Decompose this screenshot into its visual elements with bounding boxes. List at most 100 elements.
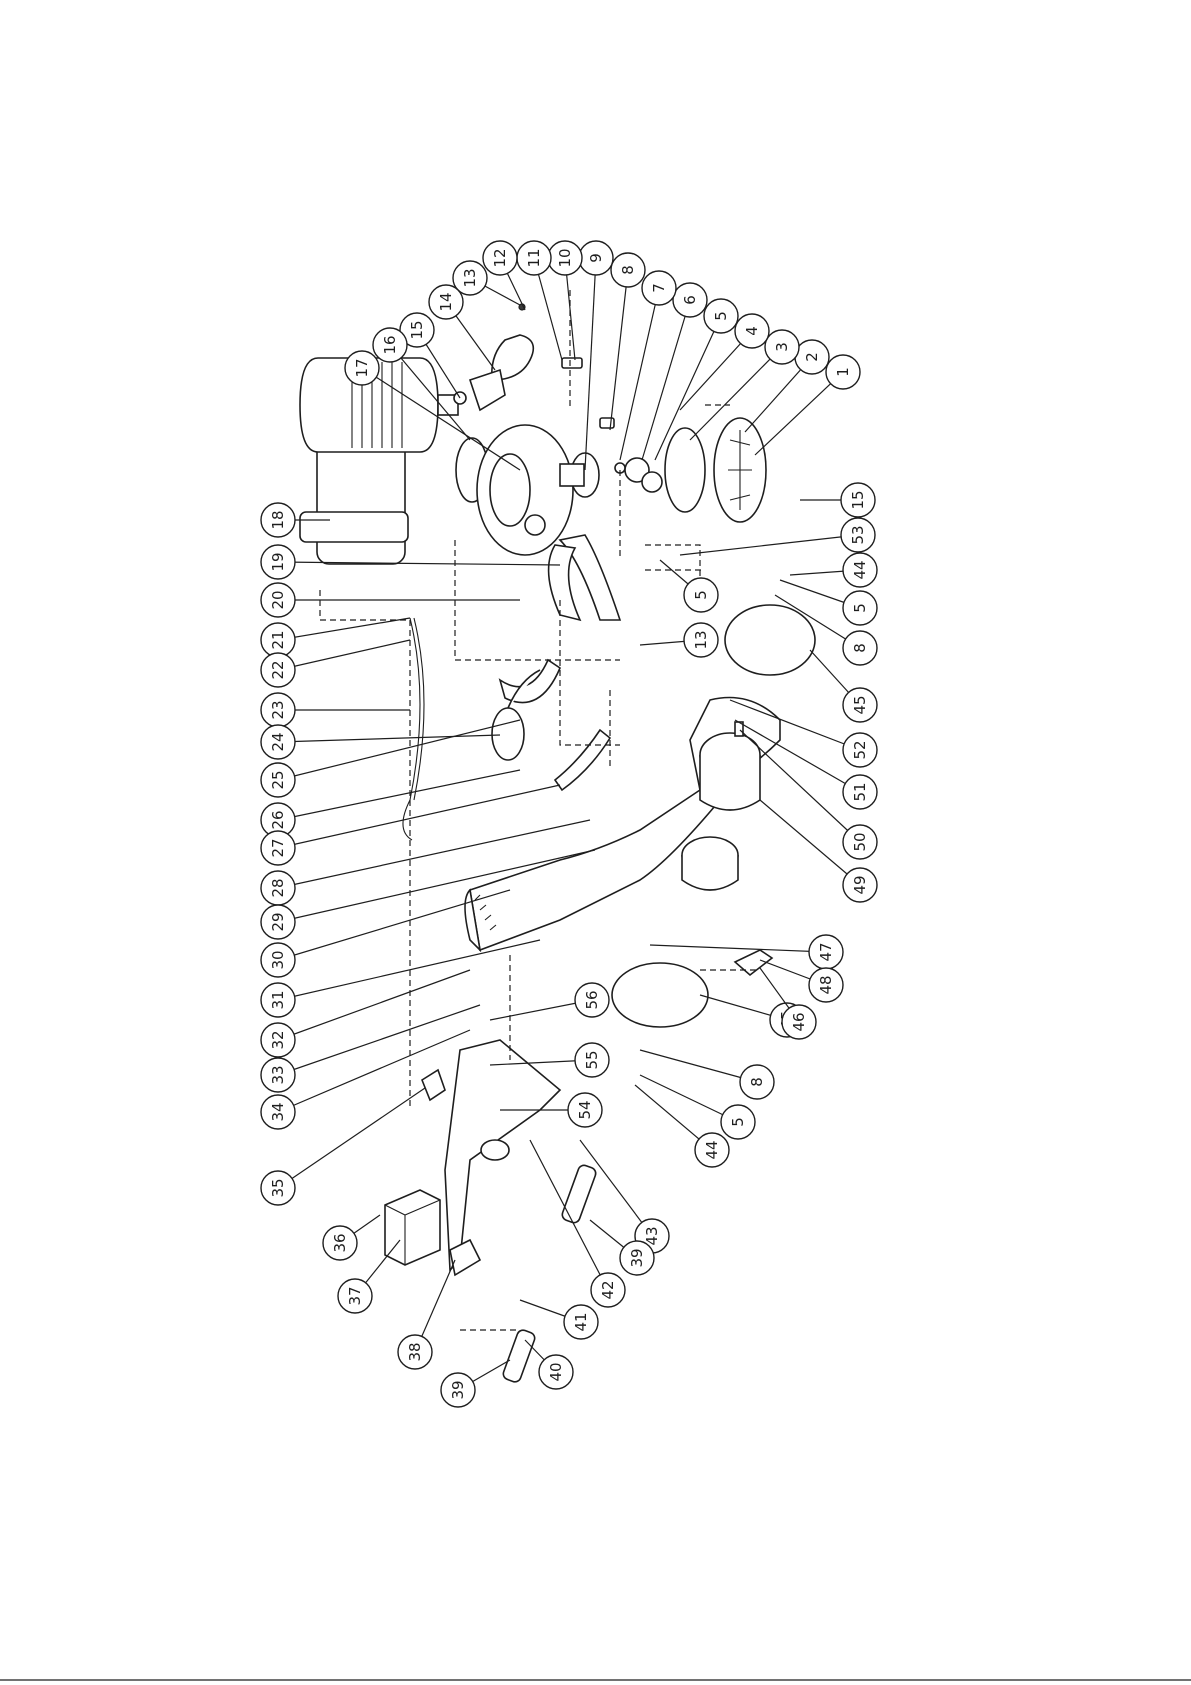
callout-number: 26 — [269, 810, 287, 829]
callout-number: 42 — [599, 1280, 617, 1299]
callout-number: 16 — [381, 335, 399, 354]
motor — [300, 358, 458, 564]
callout-number: 25 — [269, 770, 287, 789]
leader-line — [278, 970, 470, 1040]
callout-number: 28 — [269, 878, 287, 897]
callout-c10: 10 — [548, 241, 582, 360]
callout-number: 38 — [406, 1342, 424, 1361]
motor-cylinder — [682, 837, 738, 890]
callout-number: 4 — [743, 326, 761, 336]
grip-right — [561, 1164, 598, 1225]
callout-number: 14 — [437, 292, 455, 311]
leader-line — [620, 288, 659, 460]
leader-line — [278, 562, 560, 565]
clamp-bracket — [454, 304, 533, 410]
callout-number: 44 — [703, 1140, 721, 1159]
callout-number: 20 — [269, 590, 287, 609]
callout-number: 48 — [817, 975, 835, 994]
callout-number: 8 — [851, 643, 869, 653]
callout-number: 13 — [692, 630, 710, 649]
callout-number: 41 — [572, 1312, 590, 1331]
callout-number: 55 — [583, 1050, 601, 1069]
callout-number: 5 — [712, 311, 730, 321]
callout-number: 22 — [269, 660, 287, 679]
callout-c8a: 8 — [610, 253, 645, 430]
callout-number: 8 — [748, 1077, 766, 1087]
callout-number: 29 — [269, 912, 287, 931]
callout-number: 11 — [525, 248, 543, 267]
leader-line — [278, 618, 410, 640]
callout-c39a: 39 — [441, 1360, 510, 1407]
small-bolt — [562, 358, 582, 368]
small-tube — [555, 730, 610, 790]
callout-number: 32 — [269, 1030, 287, 1049]
callout-number: 7 — [650, 283, 668, 293]
callout-c23: 23 — [261, 693, 410, 727]
callout-number: 36 — [331, 1233, 349, 1252]
callout-number: 5 — [851, 603, 869, 613]
callout-number: 21 — [269, 630, 287, 649]
leader-line — [278, 770, 520, 820]
callout-number: 24 — [269, 732, 287, 751]
callout-c44b: 44 — [790, 553, 877, 587]
leader-line — [278, 785, 560, 848]
small-nut — [600, 418, 614, 428]
leader-line — [278, 720, 520, 780]
callout-number: 12 — [491, 248, 509, 267]
callout-number: 54 — [576, 1100, 594, 1119]
handle-frame — [445, 1040, 560, 1275]
brush-disc-upper — [725, 605, 815, 675]
callout-c20: 20 — [261, 583, 520, 617]
leader-line — [650, 945, 826, 952]
callout-number: 17 — [353, 358, 371, 377]
callout-c9: 9 — [579, 241, 613, 470]
callout-number: 27 — [269, 838, 287, 857]
callout-number: 23 — [269, 700, 287, 719]
callout-number: 30 — [269, 950, 287, 969]
callout-number: 35 — [269, 1178, 287, 1197]
callout-number: 31 — [269, 990, 287, 1009]
callout-number: 6 — [681, 295, 699, 305]
callout-number: 49 — [851, 875, 869, 894]
callout-number: 15 — [408, 320, 426, 339]
callout-number: 5 — [692, 590, 710, 600]
callout-c13b: 13 — [640, 623, 718, 657]
callout-number: 10 — [556, 248, 574, 267]
callout-c42: 42 — [530, 1140, 625, 1307]
power-cable — [403, 618, 420, 840]
callout-number: 47 — [817, 942, 835, 961]
callout-c31: 31 — [261, 940, 540, 1017]
callout-c38: 38 — [398, 1260, 455, 1369]
callout-number: 37 — [346, 1286, 364, 1305]
callout-c5d: 5 — [660, 560, 718, 612]
cable-connector — [422, 1070, 445, 1100]
brush-disc-lower — [612, 963, 708, 1027]
grip-left — [502, 1328, 537, 1383]
callout-number: 46 — [790, 1012, 808, 1031]
callout-c21: 21 — [261, 618, 410, 657]
callout-number: 44 — [851, 560, 869, 579]
callout-c8b: 8 — [640, 1050, 774, 1099]
callout-number: 50 — [851, 832, 869, 851]
callout-c33: 33 — [261, 1005, 480, 1092]
callout-c24: 24 — [261, 725, 500, 759]
callout-number: 19 — [269, 552, 287, 571]
switch-box — [385, 1190, 440, 1265]
callout-number: 52 — [851, 740, 869, 759]
suction-hose — [492, 660, 560, 760]
bearing-set — [615, 458, 662, 492]
callout-number: 8 — [619, 265, 637, 275]
callout-number: 53 — [849, 525, 867, 544]
leader-line — [278, 1005, 480, 1075]
callout-number: 33 — [269, 1065, 287, 1084]
callout-number: 40 — [547, 1362, 565, 1381]
callout-number: 3 — [773, 342, 791, 352]
leader-line — [610, 270, 628, 430]
leader-line — [278, 735, 500, 742]
callout-c15b: 15 — [800, 483, 875, 517]
callout-number: 39 — [449, 1380, 467, 1399]
callout-c14: 14 — [429, 285, 495, 370]
leader-line — [755, 372, 843, 455]
callout-number: 5 — [729, 1117, 747, 1127]
